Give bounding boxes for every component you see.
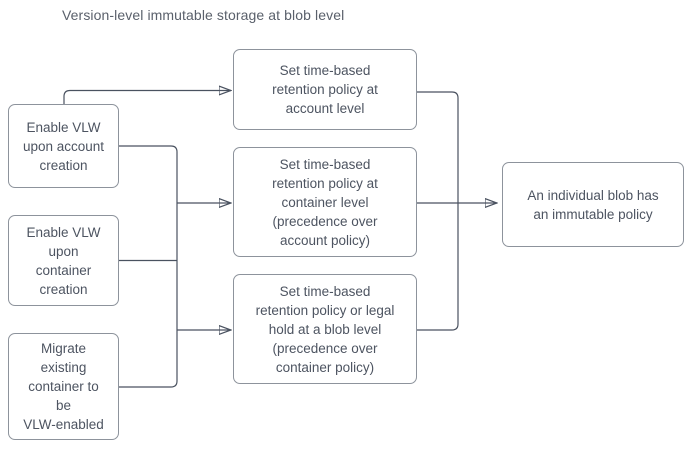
node-enable-vlw-account-creation: Enable VLW upon account creation bbox=[8, 104, 119, 188]
node-label: Enable VLW upon container creation bbox=[26, 224, 101, 297]
node-label: An individual blob has an immutable poli… bbox=[527, 187, 659, 222]
node-retention-policy-blob-level: Set time-based retention policy or legal… bbox=[233, 274, 417, 384]
node-label: Set time-based retention policy or legal… bbox=[255, 283, 395, 375]
node-label: Set time-based retention policy at accou… bbox=[272, 63, 378, 116]
node-label: Enable VLW upon account creation bbox=[22, 119, 105, 173]
node-individual-blob-immutable-policy: An individual blob has an immutable poli… bbox=[502, 162, 684, 247]
node-retention-policy-account-level: Set time-based retention policy at accou… bbox=[233, 49, 417, 130]
node-retention-policy-container-level: Set time-based retention policy at conta… bbox=[233, 147, 417, 257]
node-label: Migrate existing container to be VLW-ena… bbox=[23, 341, 104, 432]
diagram-title: Version-level immutable storage at blob … bbox=[62, 7, 345, 23]
node-migrate-existing-container: Migrate existing container to be VLW-ena… bbox=[8, 333, 119, 440]
node-label: Set time-based retention policy at conta… bbox=[272, 156, 378, 248]
edge-right-bus bbox=[417, 91, 459, 331]
node-enable-vlw-container-creation: Enable VLW upon container creation bbox=[8, 215, 119, 306]
edge-account-to-account-policy bbox=[63, 91, 231, 104]
edge-left-bus bbox=[119, 145, 178, 388]
